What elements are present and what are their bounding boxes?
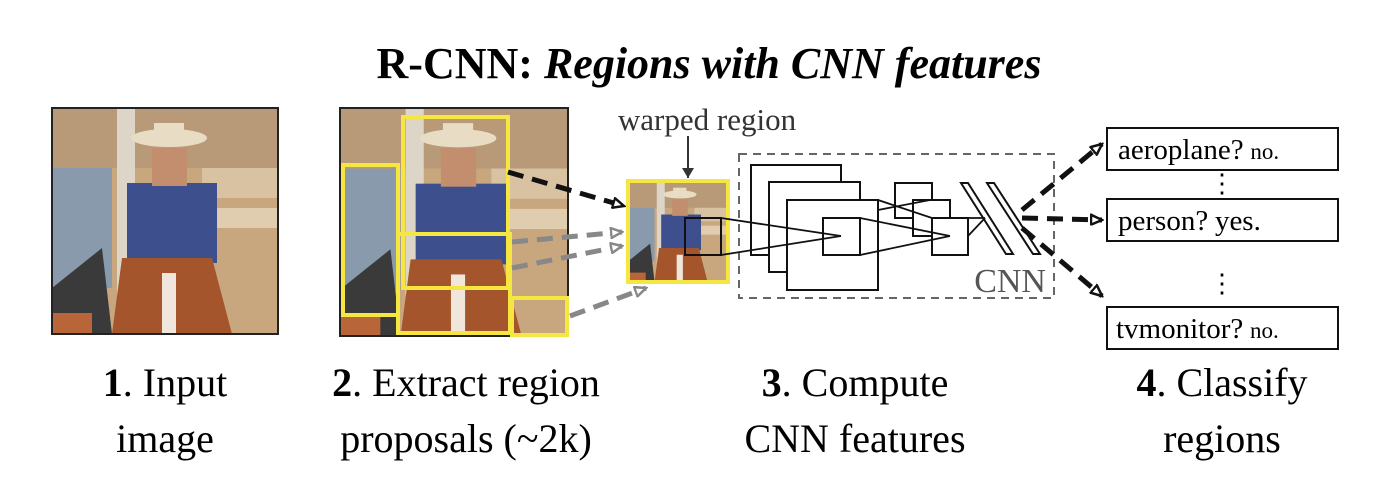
ellipsis: ⋮	[1209, 269, 1235, 298]
step-1-label: 1. Input	[103, 360, 227, 405]
input-image	[51, 107, 279, 335]
step-2-label: 2. Extract region	[332, 360, 600, 405]
cnn-box	[738, 153, 1055, 299]
warped-region-image	[626, 179, 730, 284]
region-proposal-box	[396, 232, 512, 335]
class-box-person: person? yes.	[1106, 198, 1339, 242]
dashed-arrow-black	[507, 169, 624, 206]
step-3-label: 3. Compute	[762, 360, 949, 405]
step-1-label-line2: image	[116, 416, 214, 461]
dashed-arrow-gray	[511, 232, 622, 245]
dashed-arrow-black	[1020, 142, 1102, 212]
step-2-label-line2: proposals (~2k)	[340, 416, 592, 461]
class-box-tvmonitor: tvmonitor? no.	[1106, 306, 1339, 350]
dashed-arrow-gray	[511, 246, 622, 271]
dashed-arrow-black	[1021, 218, 1102, 220]
svg-text:aeroplane? no.: aeroplane? no.	[1118, 134, 1279, 166]
proposals-image	[339, 107, 569, 337]
cnn-layers	[750, 164, 1042, 291]
class-box-aeroplane: aeroplane? no.	[1106, 127, 1339, 171]
svg-text:person? yes.: person? yes.	[1118, 205, 1261, 237]
dashed-arrow-black	[1020, 226, 1102, 296]
region-proposal-box	[401, 115, 510, 290]
warped-region-label: warped region	[618, 102, 797, 137]
cnn-label: CNN	[974, 263, 1046, 300]
dashed-arrow-gray	[569, 285, 646, 319]
receptive-field-box	[684, 217, 722, 256]
figure-title: R-CNN: Regions with CNN features	[377, 39, 1042, 88]
step-3-label-line2: CNN features	[744, 416, 965, 461]
region-proposal-box	[510, 296, 569, 337]
step-4-label-line2: regions	[1163, 416, 1281, 461]
svg-text:tvmonitor? no.: tvmonitor? no.	[1116, 313, 1279, 345]
ellipsis: ⋮	[1209, 169, 1235, 198]
cnn-connections	[720, 199, 986, 256]
step-4-label: 4. Classify	[1136, 360, 1307, 405]
